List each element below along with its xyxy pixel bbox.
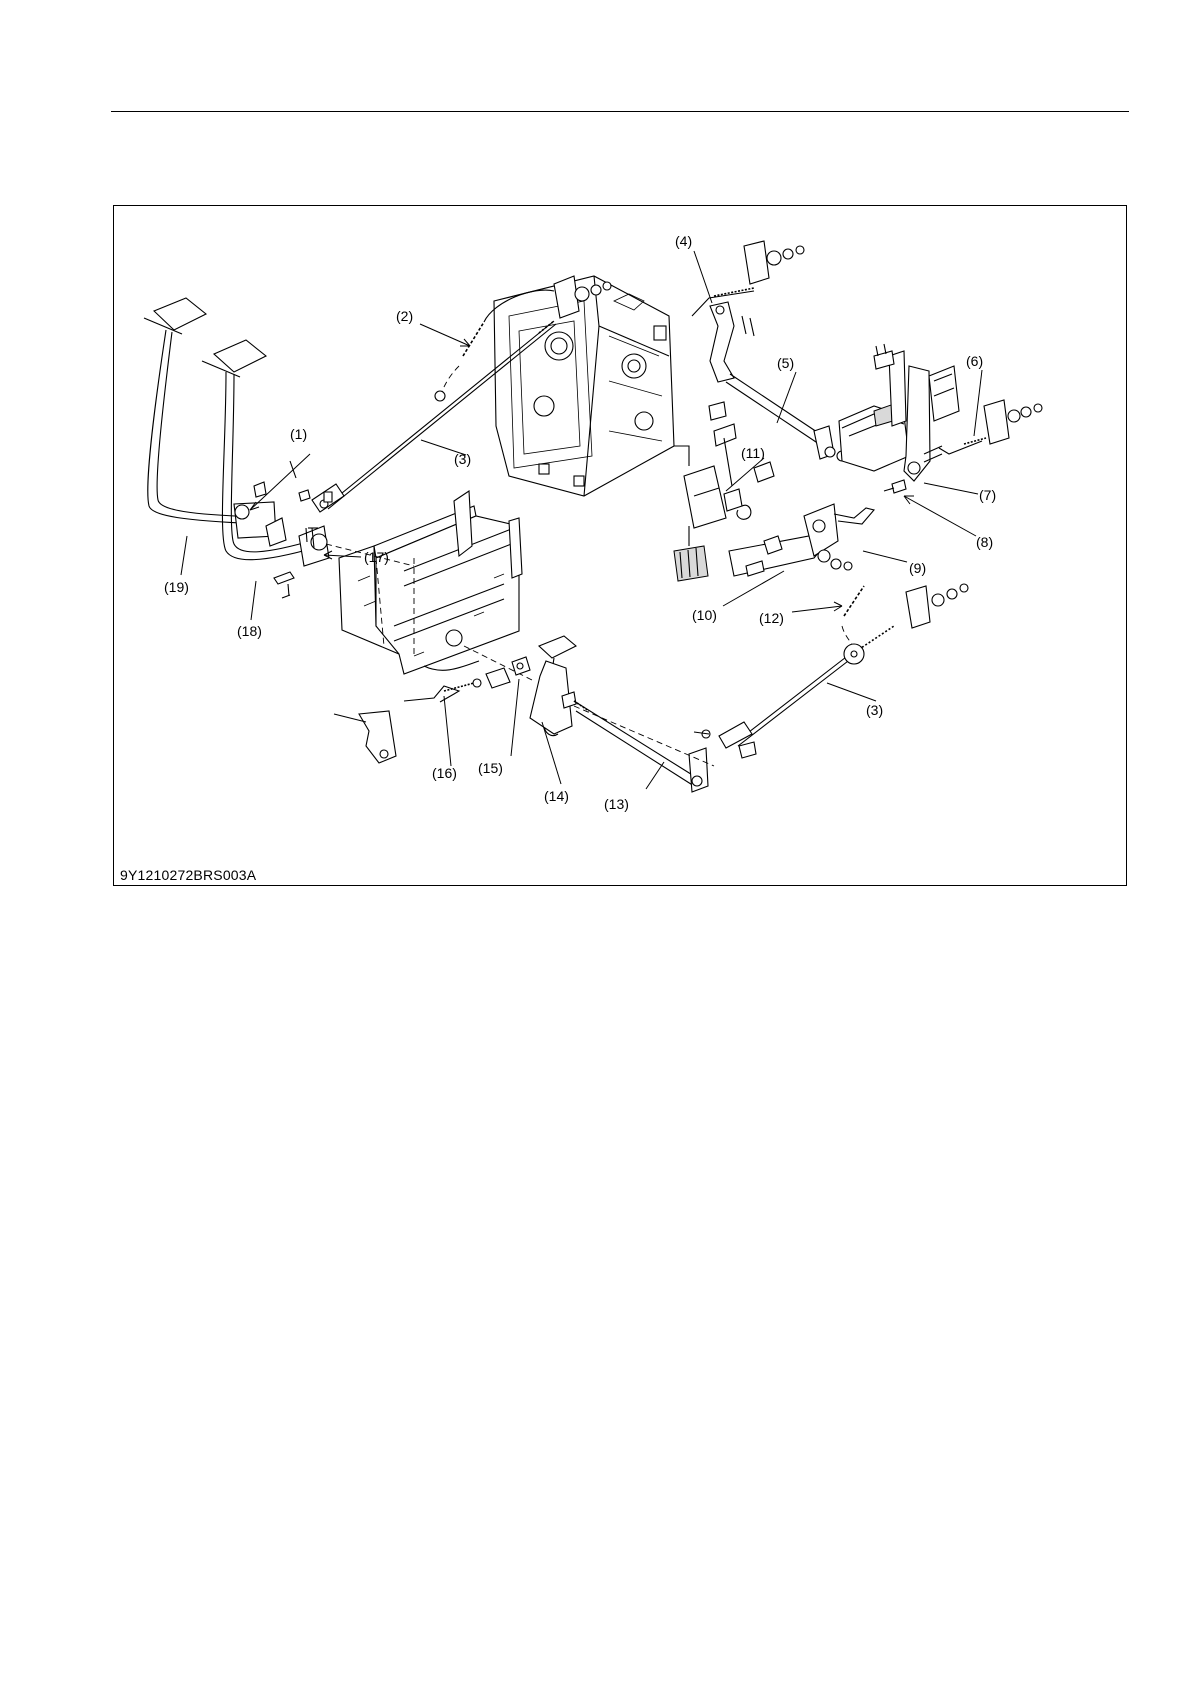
callout-11: (11)	[741, 445, 765, 461]
callout-18: (18)	[237, 623, 262, 639]
pedal-frame	[326, 491, 534, 681]
lower-brake-rod-assembly	[694, 584, 968, 758]
brake-pedals	[144, 298, 329, 598]
figure-id-code: 9Y1210272BRS003A	[120, 867, 256, 883]
lower-pedal-and-shaft	[530, 636, 714, 792]
link-rod-16	[334, 657, 530, 763]
callout-8: (8)	[976, 534, 993, 550]
callout-19: (19)	[164, 579, 189, 595]
callout-6: (6)	[966, 353, 983, 369]
callout-7: (7)	[979, 487, 996, 503]
callout-3-lower: (3)	[866, 702, 883, 718]
brake-linkage-exploded-diagram: (1) (2) (3) (3) (4) (5) (6) (7) (8) (9) …	[114, 206, 1126, 885]
callout-17: (17)	[364, 549, 389, 565]
transmission-case	[494, 276, 674, 496]
callout-12: (12)	[759, 610, 784, 626]
callout-15: (15)	[478, 760, 503, 776]
callout-16: (16)	[432, 765, 457, 781]
callout-1: (1)	[290, 426, 307, 442]
callout-9: (9)	[909, 560, 926, 576]
callout-2: (2)	[396, 308, 413, 324]
callout-4: (4)	[675, 233, 692, 249]
exploded-view-figure: (1) (2) (3) (3) (4) (5) (6) (7) (8) (9) …	[113, 205, 1127, 886]
header-rule	[111, 111, 1129, 112]
callout-3-upper: (3)	[454, 451, 471, 467]
callout-10: (10)	[692, 607, 717, 623]
callout-5: (5)	[777, 355, 794, 371]
callout-13: (13)	[604, 796, 629, 812]
callout-14: (14)	[544, 788, 569, 804]
